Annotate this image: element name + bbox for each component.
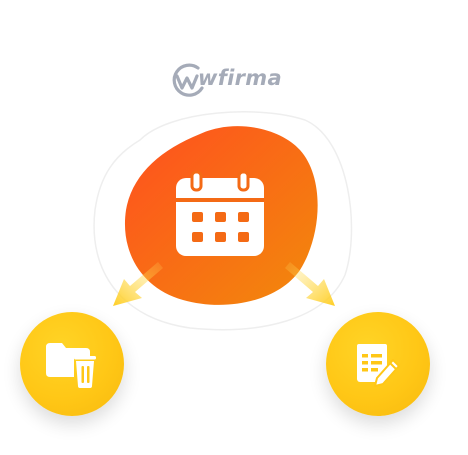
delete-folder-button[interactable] bbox=[20, 312, 124, 416]
wfirma-logo-icon bbox=[172, 63, 204, 97]
right-arrow bbox=[285, 262, 335, 306]
wfirma-logo: wfirma bbox=[168, 60, 282, 100]
edit-document-button[interactable] bbox=[326, 312, 430, 416]
orbit-ring bbox=[93, 111, 353, 331]
logo-text: wfirma bbox=[198, 66, 282, 90]
calendar-icon bbox=[176, 170, 264, 256]
edit-document-icon bbox=[357, 344, 400, 387]
folder-delete-icon bbox=[46, 343, 96, 388]
left-arrow bbox=[113, 262, 163, 306]
